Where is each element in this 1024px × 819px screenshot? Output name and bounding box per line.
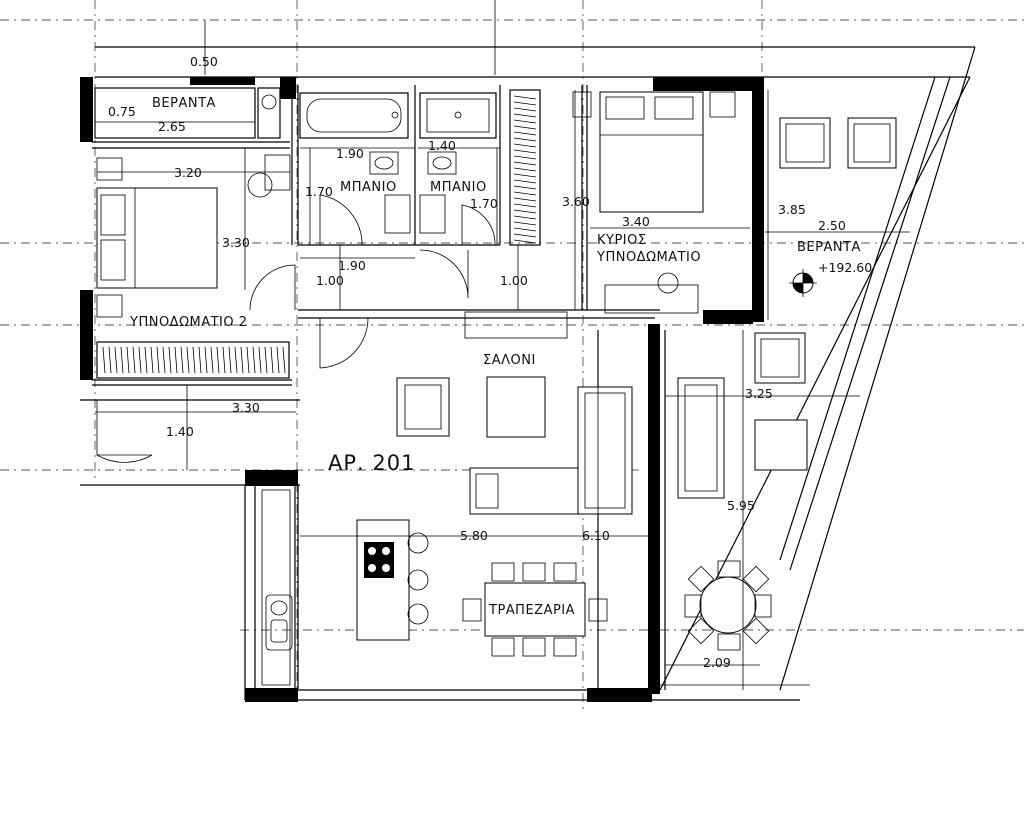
dim-3-85: 3.85: [778, 202, 806, 217]
dim-1-70-left: 1.70: [305, 184, 333, 199]
room-master-line2: ΥΠΝΟΔΩΜΑΤΙΟ: [596, 250, 701, 265]
veranda-top: [94, 87, 281, 139]
dim-1-90-top: 1.90: [336, 146, 364, 161]
bathtub-icon: [299, 92, 409, 139]
dim-1-40-top: 1.40: [428, 138, 456, 153]
master-bed: [572, 91, 736, 314]
room-bath-1: ΜΠΑΝΙΟ: [340, 180, 397, 195]
wardrobe-icon: [509, 89, 541, 246]
dim-5-80: 5.80: [460, 528, 488, 543]
room-veranda-right: ΒΕΡΑΝΤΑ: [797, 240, 861, 255]
room-bedroom-2: ΥΠΝΟΔΩΜΑΤΙΟ 2: [129, 315, 248, 330]
dim-1-70-right: 1.70: [470, 196, 498, 211]
dim-2-50: 2.50: [818, 218, 846, 233]
room-bath-2: ΜΠΑΝΙΟ: [430, 180, 487, 195]
room-labels: ΒΕΡΑΝΤΑ ΜΠΑΝΙΟ ΜΠΑΝΙΟ ΚΥΡΙΟΣ ΥΠΝΟΔΩΜΑΤΙΟ…: [129, 96, 872, 618]
dim-6-10: 6.10: [582, 528, 610, 543]
dim-3-30-horiz: 3.30: [232, 400, 260, 415]
apartment-name: ΑΡ. 201: [328, 451, 415, 475]
living-furniture: [396, 311, 633, 515]
bed-2: [96, 154, 291, 318]
room-master-line1: ΚΥΡΙΟΣ: [597, 233, 647, 248]
cooktop-icon: [364, 542, 394, 578]
shower-tray: [419, 92, 497, 139]
dim-0-50: 0.50: [190, 54, 218, 69]
bath-fixtures: [369, 151, 457, 234]
dim-3-30-vert: 3.30: [222, 235, 250, 250]
kitchen: [254, 484, 429, 691]
dim-1-40-vert: 1.40: [166, 424, 194, 439]
dim-1-00-right: 1.00: [500, 273, 528, 288]
veranda-furniture: [677, 117, 897, 651]
dim-2-09: 2.09: [703, 655, 731, 670]
walls: [80, 77, 764, 702]
dim-3-60: 3.60: [562, 194, 590, 209]
level-marker-icon: [789, 269, 817, 297]
dim-1-90-mid: 1.90: [338, 258, 366, 273]
room-dining: ΤΡΑΠΕΖΑΡΙΑ: [488, 603, 575, 618]
room-living: ΣΑΛΟΝΙ: [483, 353, 536, 368]
dim-0-75: 0.75: [108, 104, 136, 119]
dim-1-00-left: 1.00: [316, 273, 344, 288]
dining-table: [462, 562, 608, 657]
wardrobe-icon: [96, 341, 290, 379]
building-outline: [80, 46, 976, 701]
dimension-labels: 0.50 0.75 2.65 3.20 1.90 1.40 1.70 1.70 …: [108, 54, 846, 670]
dim-3-25: 3.25: [745, 386, 773, 401]
room-veranda-top: ΒΕΡΑΝΤΑ: [152, 96, 216, 111]
dim-3-20: 3.20: [174, 165, 202, 180]
dim-5-95: 5.95: [727, 498, 755, 513]
doors: [96, 194, 496, 463]
dim-3-40: 3.40: [622, 214, 650, 229]
level-mark-text: +192.60: [818, 260, 872, 275]
dimension-lines: [95, 0, 910, 690]
sink-icon: [265, 594, 293, 651]
dim-2-65: 2.65: [158, 119, 186, 134]
